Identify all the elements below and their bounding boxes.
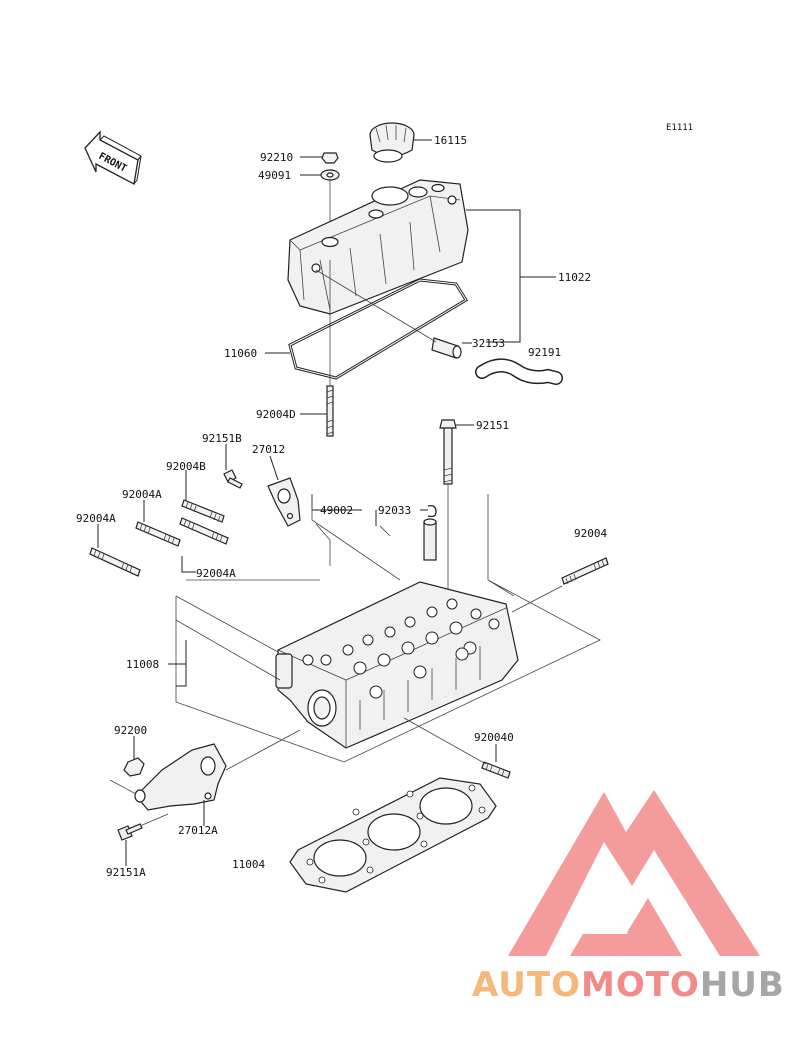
valve-cover [287, 179, 469, 315]
label-92033: 92033 [378, 504, 411, 517]
label-92004A-lower: 92004A [196, 567, 236, 580]
valve-cover-gasket [288, 278, 469, 380]
hose-92191 [475, 358, 563, 385]
watermark-logo-icon [508, 790, 760, 956]
bracket-27012A [134, 743, 227, 811]
stud-92004D [326, 385, 334, 437]
cylinder-head [275, 581, 519, 749]
stud-92004B [181, 499, 225, 523]
oil-filler-cap [369, 122, 415, 163]
head-gasket [289, 777, 497, 893]
bolt-92151 [439, 419, 457, 485]
label-92004A-left: 92004A [76, 512, 116, 525]
plate-27012 [267, 477, 301, 527]
pipe-32153 [431, 337, 462, 359]
label-92151: 92151 [476, 419, 509, 432]
bolt-92151B [223, 469, 243, 489]
label-920040: 920040 [474, 731, 514, 744]
label-16115: 16115 [434, 134, 467, 147]
label-11060: 11060 [224, 347, 257, 360]
watermark-moto: MOTO [581, 965, 700, 1005]
dowel-49002 [423, 518, 437, 561]
stud-92004 [561, 557, 609, 585]
label-92210: 92210 [260, 151, 293, 164]
stud-92004A-mid [179, 517, 229, 545]
stud-92004A-left [89, 547, 141, 577]
bolt-92151A [117, 823, 143, 841]
label-92004D: 92004D [256, 408, 296, 421]
label-92151B: 92151B [202, 432, 242, 445]
front-arrow-icon: FRONT [84, 130, 142, 185]
stud-92004A-upper [135, 521, 181, 547]
label-27012A: 27012A [178, 824, 218, 837]
label-49002: 49002 [320, 504, 353, 517]
watermark-hub: HUB [700, 965, 785, 1005]
clip-92033 [427, 504, 437, 518]
label-11004: 11004 [232, 858, 265, 871]
bolt-92210 [321, 152, 339, 164]
label-92191: 92191 [528, 346, 561, 359]
label-49091: 49091 [258, 169, 291, 182]
label-32153: 32153 [472, 337, 505, 350]
label-92004A-upper: 92004A [122, 488, 162, 501]
label-92151A: 92151A [106, 866, 146, 879]
stud-920040 [481, 761, 511, 779]
nut-92200 [123, 757, 145, 777]
label-27012: 27012 [252, 443, 285, 456]
watermark-brand: AUTOMOTOHUB [472, 965, 785, 1005]
label-11022: 11022 [558, 271, 591, 284]
label-92004: 92004 [574, 527, 607, 540]
label-92004B: 92004B [166, 460, 206, 473]
diagram-id: E1111 [666, 123, 693, 133]
watermark-auto: AUTO [472, 965, 581, 1005]
label-11008: 11008 [126, 658, 159, 671]
label-92200: 92200 [114, 724, 147, 737]
